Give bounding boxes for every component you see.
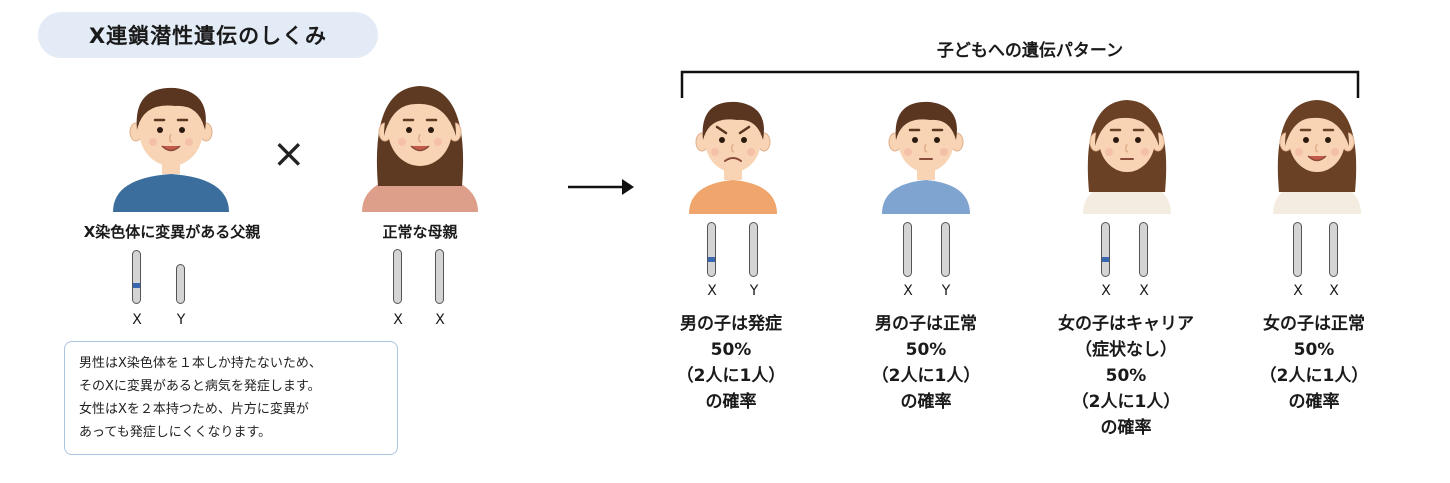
mother-chromosome-x1 [393, 249, 402, 304]
child-2-chromosome-x [903, 222, 912, 277]
cross-symbol: × [272, 131, 306, 177]
note-line: そのXに変異があると病気を発症します。 [79, 379, 321, 394]
child-4-chromosome-x2-label: X [1329, 283, 1339, 299]
pattern-bracket [680, 70, 1360, 98]
child-1-chromosome-y [749, 222, 758, 277]
child-4-chromosome-x2 [1329, 222, 1338, 277]
father-chromosome-x [132, 250, 141, 304]
result-line: 女の子はキャリア [1058, 314, 1194, 334]
mother-chromosome-x1-label: X [393, 312, 403, 328]
child-2-chromosome-y [941, 222, 950, 277]
child-2-chromosome-x-label: X [903, 283, 913, 299]
child-3-chromosome-x2-label: X [1139, 283, 1149, 299]
child-4-result: 女の子は正常 50% （2人に1人） の確率 [1219, 311, 1409, 415]
mother-avatar [362, 86, 478, 212]
note-line: あっても発症しにくくなります。 [79, 425, 272, 440]
result-line: 50% [710, 340, 752, 360]
father-chromosome-y-label: Y [176, 312, 186, 328]
child-2-result: 男の子は正常 50% （2人に1人） の確率 [831, 311, 1021, 415]
child-1-chromosome-x-label: X [707, 283, 717, 299]
result-line: （2人に1人） [676, 366, 786, 386]
result-line: （2人に1人） [1071, 392, 1181, 412]
result-line: 女の子は正常 [1263, 314, 1365, 334]
explanation-note: 男性はX染色体を１本しか持たないため、 そのXに変異があると病気を発症します。 … [64, 341, 398, 455]
result-line: 50% [905, 340, 947, 360]
result-line: 50% [1105, 366, 1147, 386]
result-line: （症状なし） [1075, 340, 1177, 360]
child-2-chromosome-y-label: Y [941, 283, 951, 299]
child-1-avatar [689, 101, 777, 214]
mother-chromosome-x2-label: X [435, 312, 445, 328]
mother-label: 正常な母親 [382, 223, 458, 241]
note-line: 男性はX染色体を１本しか持たないため、 [79, 356, 322, 371]
result-line: 50% [1293, 340, 1335, 360]
result-line: の確率 [705, 392, 757, 412]
father-label: X染色体に変異がある父親 [83, 223, 261, 241]
child-3-chromosome-x1 [1101, 222, 1110, 277]
child-3-result: 女の子はキャリア （症状なし） 50% （2人に1人） の確率 [1031, 311, 1221, 441]
arrow-icon [568, 179, 634, 195]
child-1-chromosome-x [707, 222, 716, 277]
result-line: の確率 [900, 392, 952, 412]
child-3-avatar [1083, 100, 1171, 214]
note-line: 女性はXを２本持つため、片方に変異が [79, 402, 309, 417]
child-1-result: 男の子は発症 50% （2人に1人） の確率 [636, 311, 826, 415]
child-4-avatar [1273, 100, 1361, 214]
result-line: （2人に1人） [871, 366, 981, 386]
child-4-chromosome-x1 [1293, 222, 1302, 277]
mother-chromosome-x2 [435, 249, 444, 304]
father-chromosome-x-label: X [132, 312, 142, 328]
result-line: 男の子は発症 [680, 314, 782, 334]
child-3-chromosome-x2 [1139, 222, 1148, 277]
child-3-chromosome-x1-label: X [1101, 283, 1111, 299]
child-2-avatar [882, 101, 970, 214]
child-4-chromosome-x1-label: X [1293, 283, 1303, 299]
result-line: 男の子は正常 [875, 314, 977, 334]
diagram-title: X連鎖潜性遺伝のしくみ [38, 12, 378, 58]
child-1-chromosome-y-label: Y [749, 283, 759, 299]
pattern-heading: 子どもへの遺伝パターン [936, 41, 1124, 61]
result-line: の確率 [1288, 392, 1340, 412]
result-line: の確率 [1100, 418, 1152, 438]
father-chromosome-y [176, 264, 185, 304]
father-avatar [113, 87, 229, 212]
result-line: （2人に1人） [1259, 366, 1369, 386]
